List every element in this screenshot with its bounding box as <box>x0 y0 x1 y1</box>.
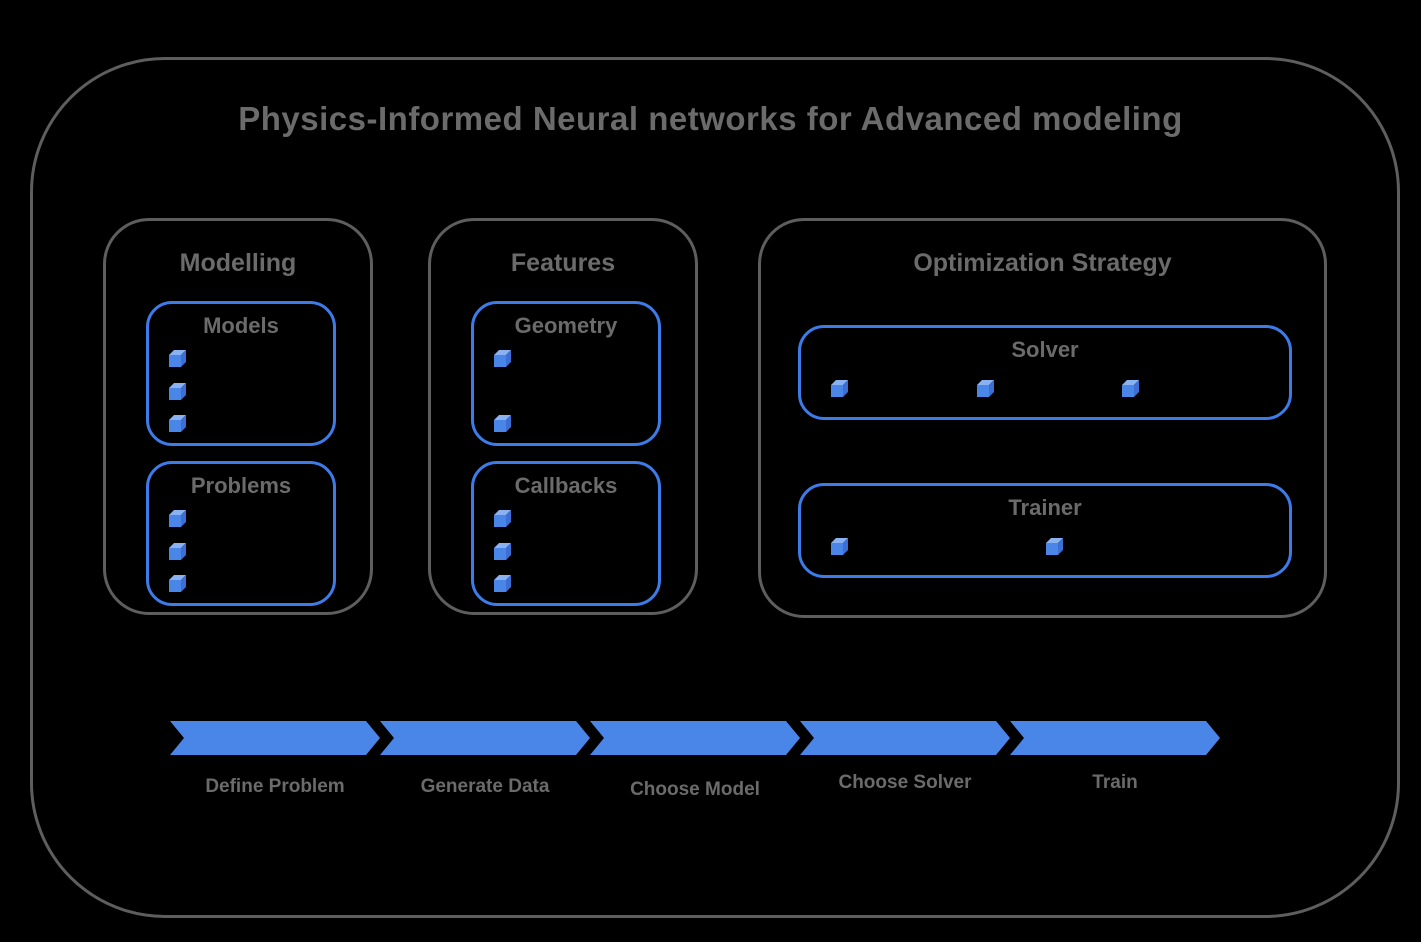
bullet-list <box>169 350 186 432</box>
cube-icon <box>976 380 994 397</box>
group-title: Modelling <box>179 249 297 277</box>
cube-icon <box>494 542 511 560</box>
pipeline-step-label: Choose Solver <box>838 772 972 793</box>
pipeline-step-label: Choose Model <box>630 779 760 800</box>
box-models: Models <box>146 301 336 446</box>
outer-frame <box>30 57 1400 918</box>
box-title: Models <box>203 313 279 338</box>
group-optimization-strategy: Optimization Strategy Solver Trainer <box>758 218 1327 618</box>
cube-icon <box>831 538 848 555</box>
cube-icon <box>169 382 186 400</box>
pipeline-arrow-choose-solver <box>800 721 1010 755</box>
cube-icon <box>494 575 511 592</box>
box-problems: Problems <box>146 461 336 606</box>
pipeline-arrow-choose-model <box>590 721 800 755</box>
box-title: Trainer <box>1008 495 1082 520</box>
cube-icon <box>169 575 186 592</box>
cube-icon <box>169 542 186 560</box>
bullet-list <box>494 350 511 432</box>
group-title: Optimization Strategy <box>913 249 1172 277</box>
box-title: Solver <box>1011 337 1079 362</box>
pipeline-arrow-generate-data <box>380 721 590 755</box>
bullet-list <box>494 510 511 592</box>
cube-icon <box>494 350 511 367</box>
pipeline-step-label: Generate Data <box>420 776 550 797</box>
cube-icon <box>494 510 511 527</box>
box-trainer: Trainer <box>798 483 1292 578</box>
cube-icon <box>831 380 848 397</box>
pipeline-step-label: Train <box>1092 772 1138 793</box>
pipeline-step-label: Define Problem <box>205 776 345 797</box>
box-geometry: Geometry <box>471 301 661 446</box>
cube-icon <box>169 350 186 367</box>
cube-icon <box>1122 380 1139 397</box>
bullet-list <box>831 380 1139 397</box>
diagram-title: Physics-Informed Neural networks for Adv… <box>238 100 1183 137</box>
bullet-list <box>169 510 186 592</box>
group-title: Features <box>510 249 616 277</box>
box-title: Callbacks <box>514 473 618 498</box>
group-modelling: Modelling Models Problems <box>103 218 373 615</box>
cube-icon <box>494 415 511 432</box>
box-title: Problems <box>190 473 292 498</box>
box-solver: Solver <box>798 325 1292 420</box>
pipeline-arrow-train <box>1010 721 1220 755</box>
cube-icon <box>1046 538 1063 555</box>
cube-icon <box>169 415 186 432</box>
bullet-list <box>831 538 1063 555</box>
group-features: Features Geometry Callbacks <box>428 218 698 615</box>
box-title: Geometry <box>514 313 618 338</box>
pipeline-arrow-define-problem <box>170 721 380 755</box>
cube-icon <box>169 510 186 527</box>
box-callbacks: Callbacks <box>471 461 661 606</box>
